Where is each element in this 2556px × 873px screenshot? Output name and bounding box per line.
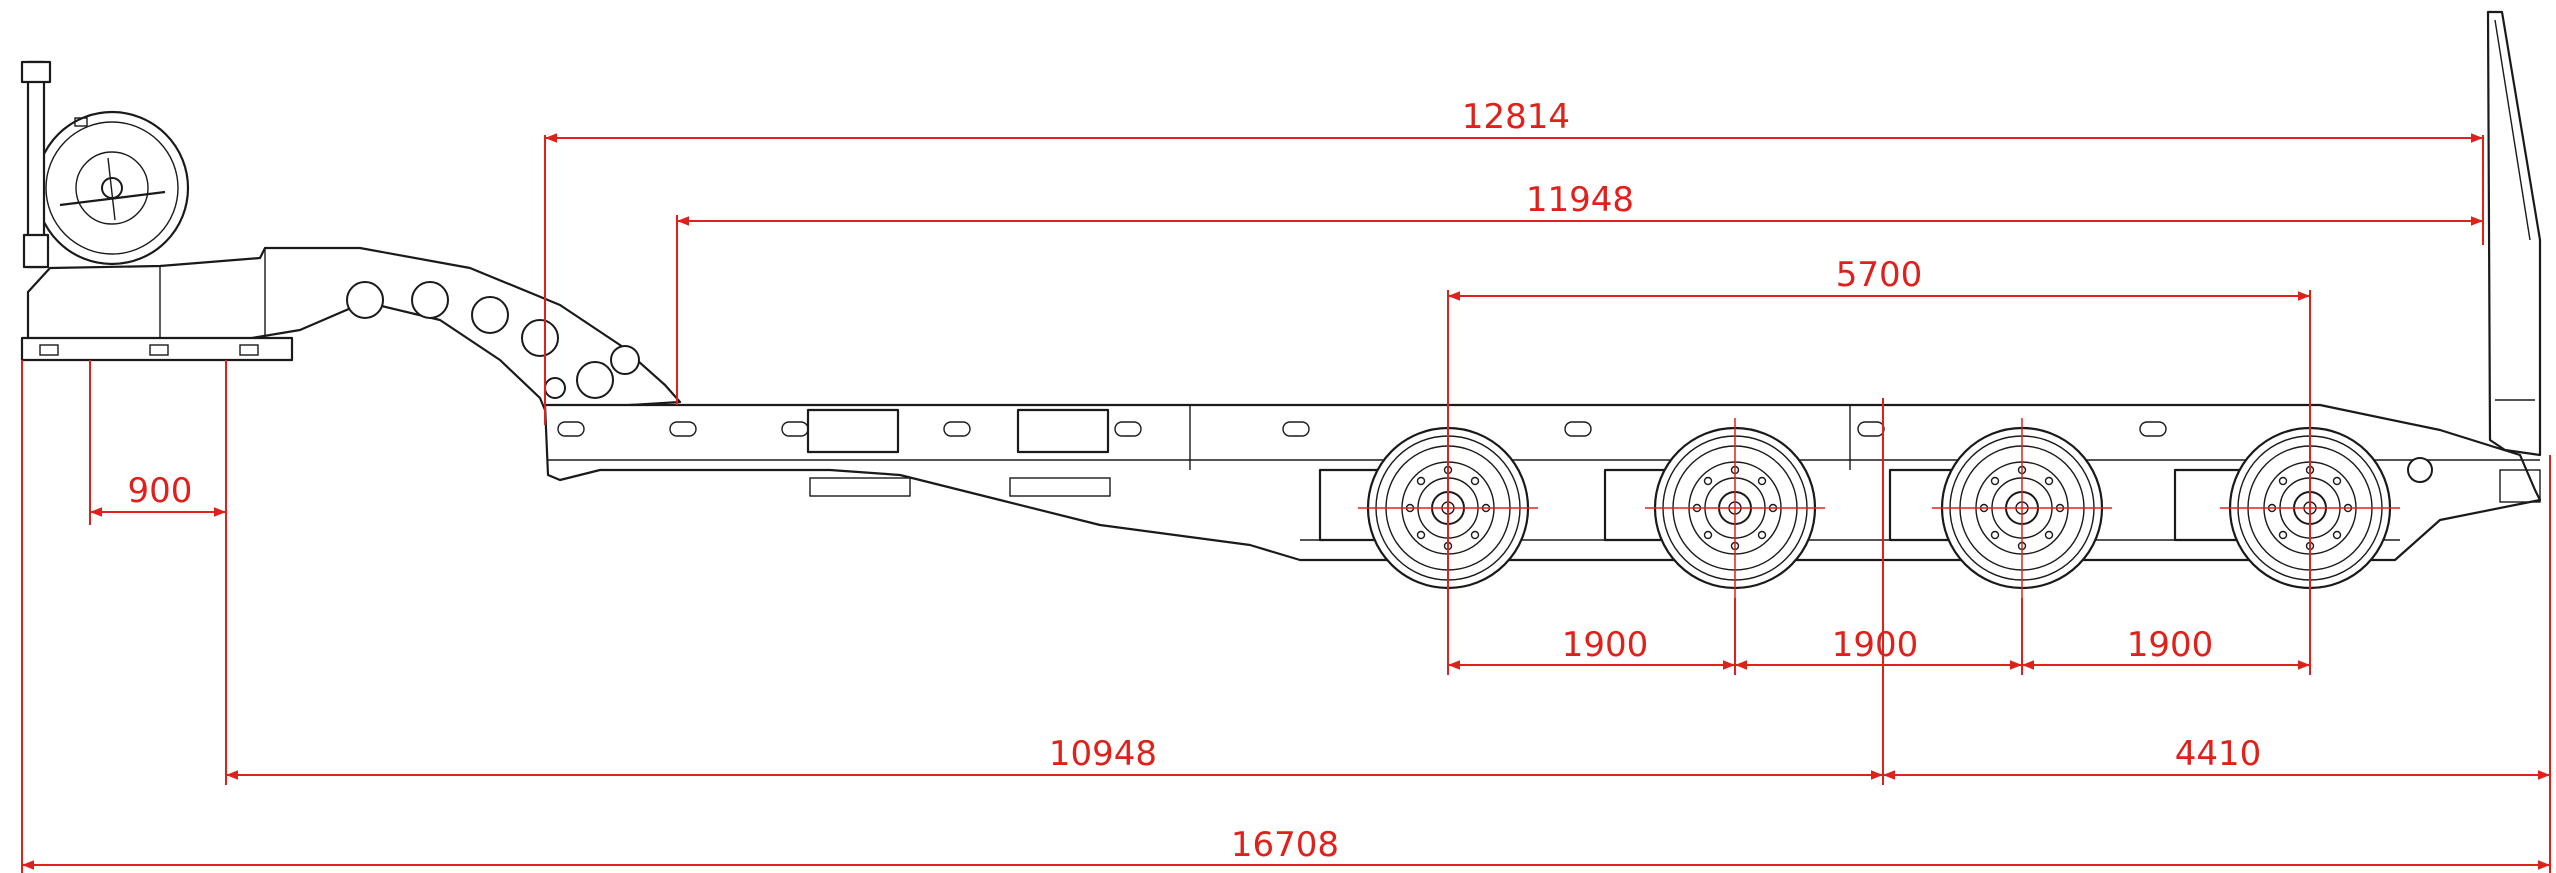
dim-label-1900-b: 1900 <box>1832 625 1919 665</box>
dim-label-10948: 10948 <box>1049 734 1157 774</box>
dimension-labels: 12814 11948 5700 1900 1900 1900 900 1094… <box>128 97 2262 865</box>
extension-lines <box>21 135 2551 873</box>
dimension-lines <box>22 133 2550 870</box>
dim-label-1900-a: 1900 <box>1562 625 1649 665</box>
dim-label-16708: 16708 <box>1231 825 1339 865</box>
rear-ramp <box>2486 10 2542 457</box>
dim-label-5700: 5700 <box>1836 255 1923 295</box>
dim-label-900: 900 <box>128 471 193 511</box>
dim-label-12814: 12814 <box>1462 97 1570 137</box>
trailer-body <box>20 10 2542 598</box>
spare-wheel <box>34 110 190 266</box>
dim-label-11948: 11948 <box>1526 180 1634 220</box>
dim-label-4410: 4410 <box>2175 734 2262 774</box>
dim-label-1900-c: 1900 <box>2127 625 2214 665</box>
